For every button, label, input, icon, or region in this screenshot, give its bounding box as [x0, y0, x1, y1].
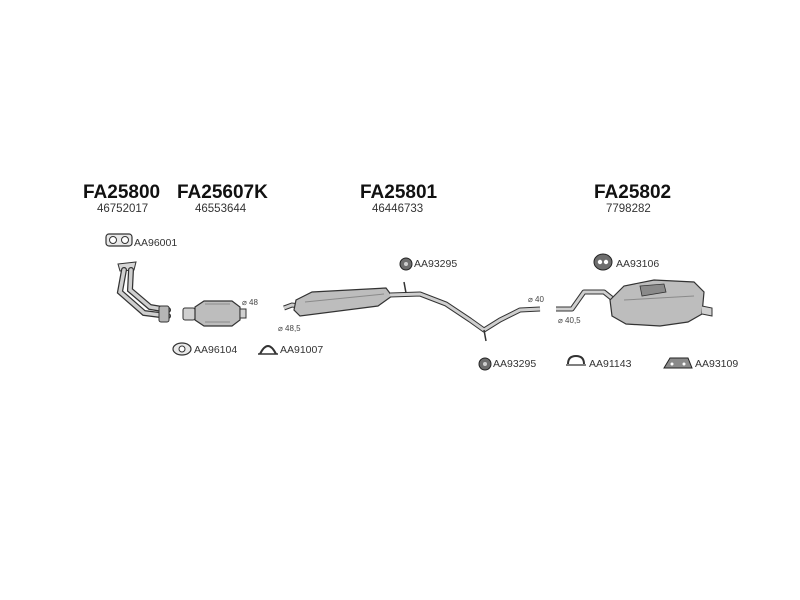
- accessory-code-aa91007: AA91007: [280, 344, 324, 356]
- accessory-code-aa96104: AA96104: [194, 344, 238, 356]
- part-oem-46752017: 46752017: [97, 203, 149, 215]
- part-code-fa25800: FA25800: [83, 182, 161, 203]
- accessory-code-aa93109: AA93109: [695, 358, 739, 370]
- dimension-48: ⌀ 48: [242, 298, 258, 307]
- rear-silencer: [556, 279, 713, 327]
- part-code-fa25607k: FA25607K: [177, 182, 268, 203]
- accessory-code-aa96001: AA96001: [134, 237, 178, 249]
- gasket-icon: [105, 233, 133, 247]
- accessory-code-aa91143: AA91143: [589, 358, 632, 370]
- middle-silencer: [283, 281, 541, 342]
- front-pipe: [116, 261, 171, 323]
- part-code-fa25802: FA25802: [594, 182, 672, 203]
- part-oem-7798282: 7798282: [606, 203, 651, 215]
- clamp-icon: [258, 345, 278, 355]
- dimension-48-5: ⌀ 48,5: [278, 324, 301, 333]
- rubber-hanger-icon: [593, 253, 613, 271]
- dimension-40: ⌀ 40: [528, 295, 544, 304]
- dimension-40-5: ⌀ 40,5: [558, 316, 581, 325]
- gasket-icon: [172, 342, 192, 356]
- part-code-fa25801: FA25801: [360, 182, 438, 203]
- part-oem-46446733: 46446733: [372, 203, 424, 215]
- part-oem-46553644: 46553644: [195, 203, 247, 215]
- rubber-mount-icon: [399, 257, 413, 271]
- clamp-icon: [566, 354, 586, 366]
- accessory-code-aa93295-top: AA93295: [414, 258, 458, 270]
- rubber-mount-icon: [478, 357, 492, 371]
- accessory-code-aa93295-bottom: AA93295: [493, 358, 537, 370]
- catalytic-converter: [182, 300, 247, 327]
- bracket-icon: [663, 357, 693, 369]
- accessory-code-aa93106: AA93106: [616, 258, 660, 270]
